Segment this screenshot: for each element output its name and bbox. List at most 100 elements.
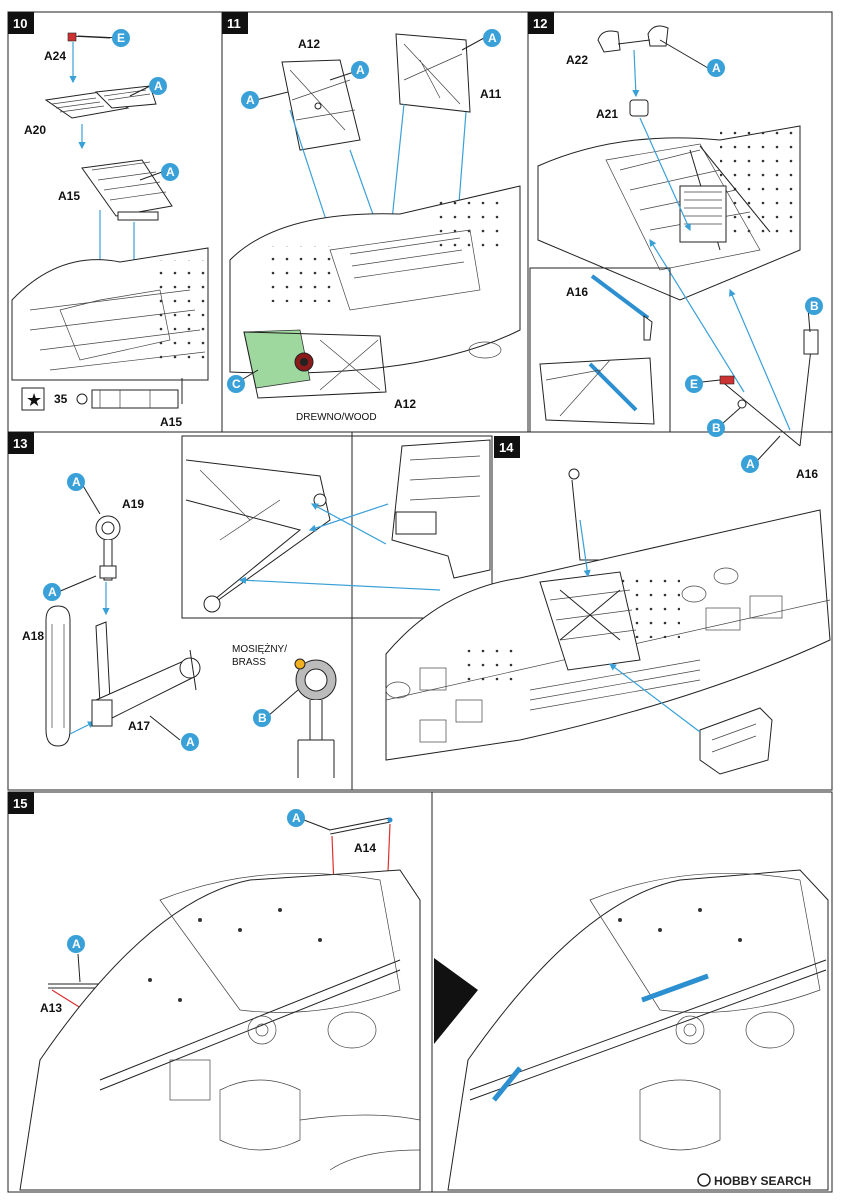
cockpit-interior-left	[19, 869, 421, 1191]
step-10: 10 A24 A20 A15 ★	[8, 12, 209, 429]
step-12: 12 A22 A21 A16	[528, 12, 823, 481]
bubble-a-text: A	[186, 735, 195, 749]
step-number-box	[222, 12, 248, 34]
step-number-box	[528, 12, 554, 34]
step-14: 14	[385, 436, 831, 775]
part-a12-detail	[243, 329, 387, 399]
bubble-b	[707, 419, 725, 437]
step-number: 10	[13, 16, 27, 31]
bubble-a-text: A	[72, 475, 81, 489]
bubble-a-text: A	[154, 79, 163, 93]
watermark-text: HOBBY SEARCH	[714, 1174, 811, 1188]
label-a16: A16	[566, 285, 588, 299]
bubble-e-text: E	[690, 377, 698, 391]
bubble-a-text: A	[488, 31, 497, 45]
assembly-arrow	[238, 576, 441, 591]
label-a13: A13	[40, 1001, 62, 1015]
label-a17: A17	[128, 719, 150, 733]
step-number-box	[8, 432, 34, 454]
cockpit-floor-drawing	[11, 247, 209, 381]
bubble-a	[741, 455, 759, 473]
inset-box	[181, 435, 493, 619]
part-a20	[44, 85, 157, 119]
part-a11	[395, 33, 471, 113]
bubble-a	[351, 61, 369, 79]
label-a24: A24	[44, 49, 66, 63]
fuselage-drawing	[229, 185, 521, 374]
watermark-logo-icon	[697, 1173, 711, 1187]
decal-icon	[76, 393, 88, 405]
label-a12: A12	[298, 37, 320, 51]
label-a15: A15	[58, 189, 80, 203]
cockpit-drawing	[537, 125, 801, 301]
assembly-arrow	[389, 103, 405, 222]
bubble-a-text: A	[246, 93, 255, 107]
bubble-c-text: C	[232, 377, 241, 391]
bubble-b-text: B	[712, 421, 721, 435]
bubble-e	[685, 375, 703, 393]
label-a14: A14	[354, 841, 376, 855]
label-a12-detail: A12	[394, 397, 416, 411]
step-number-box	[494, 436, 520, 458]
step-number-box	[8, 12, 34, 34]
bubble-b	[805, 297, 823, 315]
part-a19	[95, 515, 121, 581]
part-a13-installed	[492, 1066, 522, 1102]
bubble-c	[227, 375, 245, 393]
assembly-arrow	[69, 721, 96, 735]
part-a22	[597, 25, 669, 53]
bubble-a	[67, 935, 85, 953]
bubble-e	[112, 29, 130, 47]
part-a16-main	[719, 329, 819, 447]
watermark: HOBBY SEARCH	[697, 1173, 811, 1188]
star-marker-box	[21, 387, 45, 411]
part-a15	[81, 159, 173, 221]
assembly-arrow	[310, 503, 387, 545]
step-number-box	[8, 792, 34, 814]
marker-number: 35	[54, 392, 68, 406]
bubble-a	[483, 29, 501, 47]
part-a18	[45, 605, 71, 747]
assembly-arrow	[632, 49, 640, 98]
step-15: 15 A14 A13	[8, 792, 829, 1191]
frame-with-a16	[539, 357, 655, 425]
bubble-a-text: A	[72, 937, 81, 951]
cockpit-interior-right	[447, 869, 829, 1191]
assembly-arrow	[649, 238, 745, 393]
label-a22: A22	[566, 53, 588, 67]
bubble-a-text: A	[166, 165, 175, 179]
brass-dot	[294, 658, 306, 670]
part-brass-ring	[294, 658, 337, 778]
label-brass: MOSIĘŻNY/	[232, 642, 287, 655]
cockpit-assembly	[539, 468, 641, 671]
bubble-a-text: A	[746, 457, 755, 471]
part-a24	[67, 32, 77, 42]
label-a19: A19	[122, 497, 144, 511]
assembly-arrow	[639, 117, 691, 232]
step-number: 15	[13, 796, 27, 811]
assembly-arrow	[308, 503, 389, 532]
bubble-a	[43, 583, 61, 601]
bubble-b-text: B	[810, 299, 819, 313]
part-a16-blue	[590, 274, 650, 320]
bubble-a	[707, 59, 725, 77]
part-a21	[629, 99, 649, 117]
label-a21: A21	[596, 107, 618, 121]
part-panel	[699, 707, 773, 775]
bubble-a-text: A	[712, 61, 721, 75]
bubble-a	[181, 733, 199, 751]
label-a15-detail: A15	[160, 415, 182, 429]
bubble-a	[287, 809, 305, 827]
label-a18: A18	[22, 629, 44, 643]
bubble-b-text: B	[258, 711, 267, 725]
bubble-a	[161, 163, 179, 181]
star-icon: ★	[26, 390, 42, 410]
inset-a16-box	[529, 267, 671, 433]
step-13: 13 A19 A18 A17 MOSIĘŻNY/ BRASS	[8, 432, 493, 778]
part-a12	[281, 59, 361, 151]
label-a20: A20	[24, 123, 46, 137]
inset-frame-drawing	[185, 439, 491, 613]
bubble-e-text: E	[117, 31, 125, 45]
label-a11: A11	[480, 87, 502, 101]
